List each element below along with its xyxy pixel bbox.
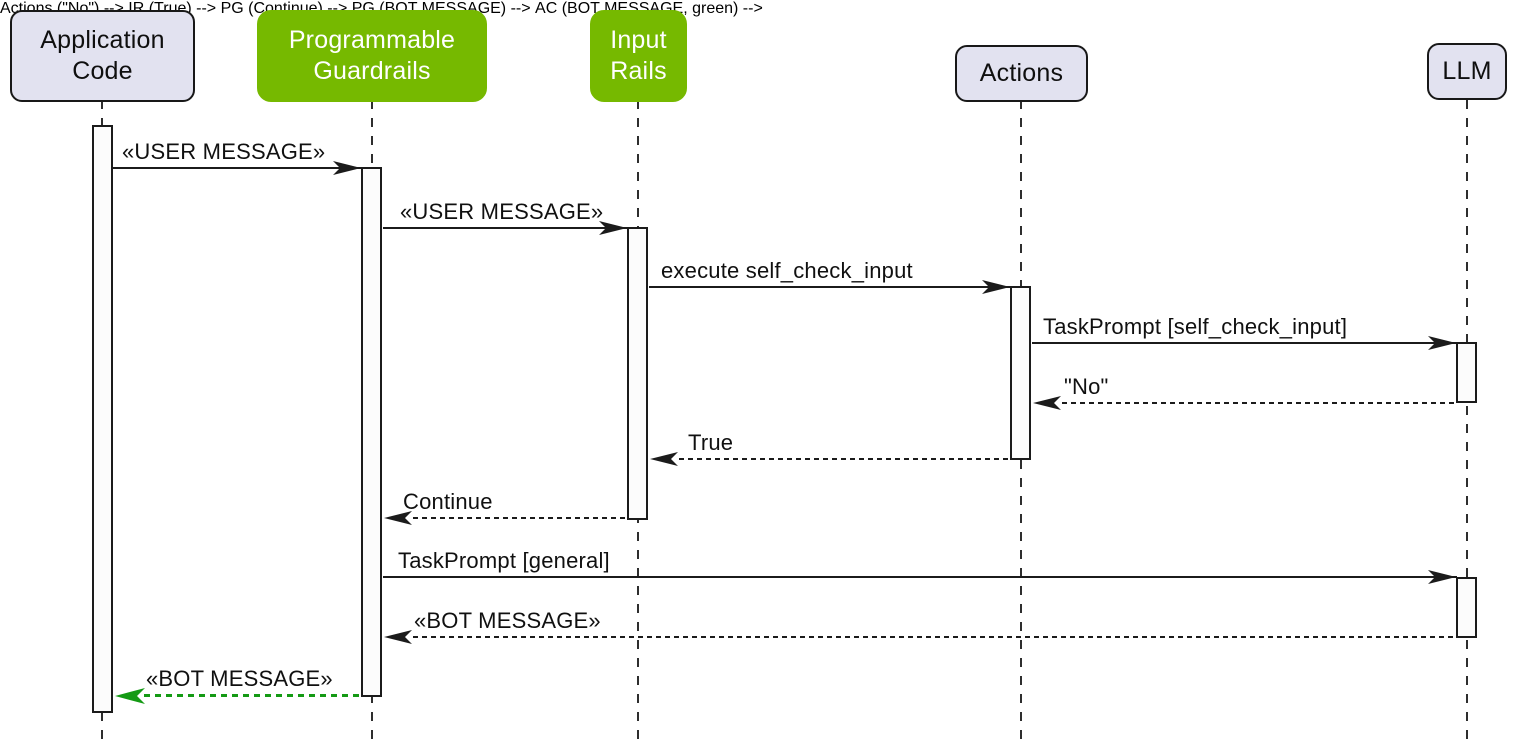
- message-line-user-message-1: [113, 167, 362, 169]
- message-label-no: "No": [1064, 374, 1109, 399]
- message-label-continue: Continue: [403, 489, 493, 514]
- activation-bar-actions: [1010, 286, 1031, 460]
- participant-actions: Actions: [955, 45, 1088, 102]
- participant-programmable-guardrails: Programmable Guardrails: [257, 10, 487, 102]
- message-label-bot-message-2: «BOT MESSAGE»: [146, 666, 333, 691]
- message-line-user-message-2: [383, 227, 628, 229]
- message-line-taskprompt-general: [383, 576, 1457, 578]
- message-line-no: [1062, 402, 1457, 404]
- arrow-left-icon: [383, 510, 413, 526]
- arrow-left-icon: [1032, 395, 1062, 411]
- participant-application-code: Application Code: [10, 10, 195, 102]
- message-label-execute-self-check-input: execute self_check_input: [661, 258, 913, 283]
- message-line-bot-message-2: [144, 694, 362, 697]
- message-label-taskprompt-general: TaskPrompt [general]: [398, 548, 610, 573]
- arrow-right-icon: [1427, 569, 1457, 585]
- message-line-taskprompt-self-check-input: [1032, 342, 1457, 344]
- message-line-true: [679, 458, 1011, 460]
- arrow-left-icon: [649, 451, 679, 467]
- message-line-continue: [413, 517, 628, 519]
- participant-llm: LLM: [1427, 43, 1507, 100]
- activation-bar-llm-1: [1456, 342, 1477, 403]
- message-label-taskprompt-self-check-input: TaskPrompt [self_check_input]: [1043, 314, 1348, 339]
- arrow-left-green-icon: [114, 687, 146, 705]
- message-label-bot-message-1: «BOT MESSAGE»: [414, 608, 601, 633]
- arrow-right-icon: [981, 279, 1011, 295]
- message-label-user-message-1: «USER MESSAGE»: [122, 139, 326, 164]
- arrow-left-icon: [383, 629, 413, 645]
- arrow-right-icon: [332, 160, 362, 176]
- message-line-execute-self-check-input: [649, 286, 1011, 288]
- activation-bar-llm-2: [1456, 577, 1477, 638]
- arrow-right-icon: [598, 220, 628, 236]
- participant-input-rails: Input Rails: [590, 10, 687, 102]
- lifeline-llm: [1466, 100, 1468, 744]
- arrow-right-icon: [1427, 335, 1457, 351]
- activation-bar-input-rails: [627, 227, 648, 520]
- message-label-true: True: [688, 430, 734, 455]
- message-line-bot-message-1: [413, 636, 1457, 638]
- activation-bar-programmable-guardrails: [361, 167, 382, 697]
- activation-bar-application-code: [92, 125, 113, 713]
- message-label-user-message-2: «USER MESSAGE»: [400, 199, 604, 224]
